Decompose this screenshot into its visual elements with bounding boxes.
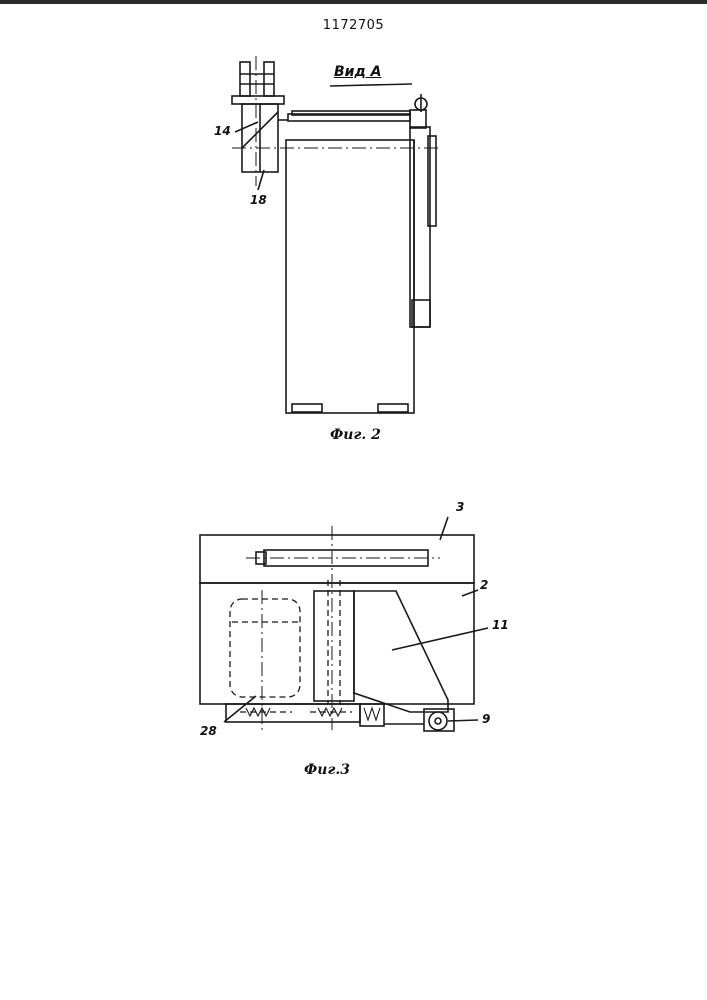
fig2-rod-right (264, 62, 274, 96)
fig3-gear-teeth-block (364, 708, 380, 720)
fig3-label-2: 2 (480, 578, 488, 592)
fig3-caption: Фиг.3 (304, 762, 350, 778)
fig3-leader-9 (448, 720, 478, 721)
fig2-view-title: Вид А (334, 64, 382, 80)
fig3-vertical-column (314, 591, 354, 701)
fig2-rod-left (240, 62, 250, 96)
fig3-leader-28 (224, 696, 256, 722)
fig3-center-lines (246, 526, 440, 730)
fig2-label-14: 14 (214, 124, 231, 138)
fig3-top-housing (200, 535, 474, 583)
fig3-leader-3 (440, 517, 448, 540)
fig3-pivot-center (435, 718, 441, 724)
fig2-caption: Фиг. 2 (330, 427, 381, 443)
fig2-leader-view-a (330, 84, 412, 86)
figure-2-drawing (232, 62, 436, 413)
fig2-label-18: 18 (250, 193, 267, 207)
fig2-bracket-cap (232, 96, 284, 104)
fig2-side-panel (410, 127, 430, 327)
fig3-pivot (429, 712, 447, 730)
fig2-knob-bracket (410, 110, 426, 128)
fig3-hidden-lines (230, 580, 352, 712)
fig3-hidden-motor (230, 599, 300, 697)
fig2-foot-left (292, 404, 322, 412)
figure-3-drawing (200, 517, 488, 731)
fig3-label-3: 3 (456, 500, 464, 514)
fig3-lower-housing (200, 583, 474, 704)
fig3-arm (354, 591, 448, 712)
fig3-label-28: 28 (200, 724, 217, 738)
fig2-top-plate-upper (292, 111, 410, 115)
fig3-gear-teeth-left (246, 708, 270, 716)
fig2-leader-18 (258, 170, 264, 190)
fig2-foot-right (378, 404, 408, 412)
fig2-leader-14 (235, 122, 258, 132)
fig3-leader-2 (462, 590, 478, 596)
fig2-main-body (286, 140, 414, 413)
fig3-label-9: 9 (482, 712, 490, 726)
fig3-label-11: 11 (492, 618, 509, 632)
